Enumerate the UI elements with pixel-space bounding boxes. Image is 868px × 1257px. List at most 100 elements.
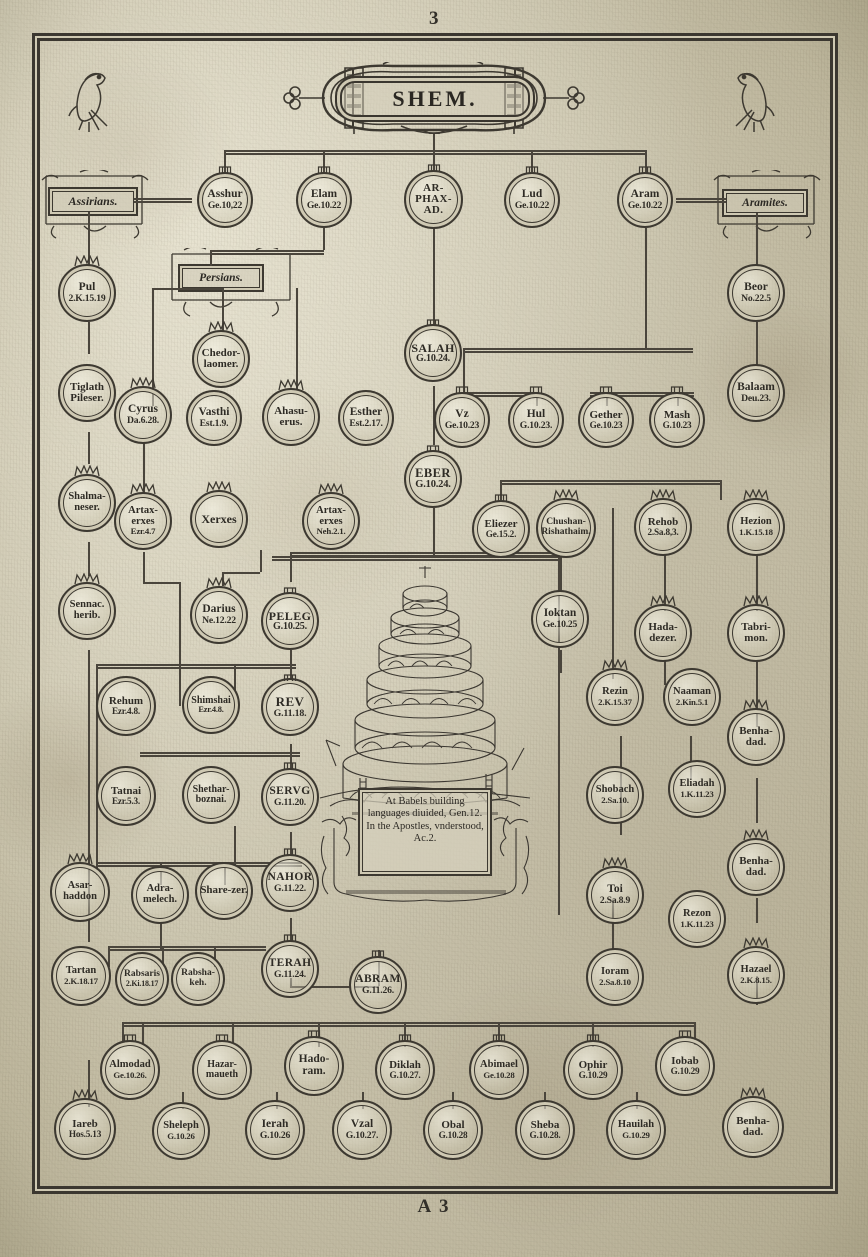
node-arphaxad[interactable]: AR-PHAX-AD. (404, 164, 463, 229)
clasp-ornament-icon (218, 165, 232, 174)
node-asarhaddon[interactable]: Asar-haddon (50, 852, 110, 922)
connector (362, 1092, 364, 1106)
node-reference: Ge.10.25 (542, 618, 578, 630)
connector (756, 322, 758, 364)
node-chedorlaomer[interactable]: Chedor-laomer. (192, 320, 250, 388)
node-hazarmaveth[interactable]: Hazar-maueth (192, 1034, 252, 1100)
node-benhadad-2[interactable]: Benha-dad. (727, 828, 785, 896)
connector (143, 552, 145, 582)
node-tabrimon[interactable]: Tabri-mon. (727, 594, 785, 662)
node-label: Rezin (602, 686, 628, 698)
connector (140, 752, 300, 754)
connector (96, 862, 302, 864)
connector (234, 826, 236, 862)
node-chushan-rishathaim[interactable]: Chushan-Rishathaim. (536, 488, 596, 558)
node-ahasuerus[interactable]: Ahasu-erus. (262, 378, 320, 446)
node-label: Ioktan (543, 607, 577, 620)
node-sharezer[interactable]: Share-zer. (195, 862, 253, 920)
node-tiglath-pileser[interactable]: Tiglath Pileser. (58, 364, 116, 422)
node-benhadad-3[interactable]: Benha-dad. (722, 1086, 784, 1158)
node-rabshakeh[interactable]: Rabsha-keh. (171, 952, 225, 1006)
clasp-ornament-icon (307, 1029, 321, 1038)
node-xerxes[interactable]: Xerxes (190, 480, 248, 548)
node-benhadad-1[interactable]: Benha-dad. (727, 698, 785, 766)
node-adrammelech[interactable]: Adra-melech. (131, 866, 189, 924)
node-sennacherib[interactable]: Sennac. herib. (58, 572, 116, 640)
node-label: Asshur (207, 188, 243, 201)
node-hadadezer[interactable]: Hada-dezer. (634, 594, 692, 662)
node-reference: G.11.24. (274, 968, 306, 980)
connector (179, 582, 181, 706)
crown-ornament-icon (74, 254, 100, 267)
node-label: Shalma-neser. (68, 491, 106, 513)
connector (463, 392, 537, 394)
clasp-ornament-icon (283, 761, 297, 770)
node-reference: Ne.12.22 (202, 614, 236, 626)
node-shetharboznai[interactable]: Shethar-boznai. (182, 766, 240, 824)
node-label: Elam (310, 188, 338, 201)
node-reference: G.10.26 (167, 1130, 195, 1141)
bird-finial-left-icon (68, 72, 108, 132)
connector (222, 288, 224, 330)
node-hadoram[interactable]: Hado-ram. (284, 1030, 344, 1096)
connector (222, 572, 260, 574)
node-shalmaneser[interactable]: Shalma-neser. (58, 464, 116, 532)
node-reference: G.11.20. (274, 796, 306, 808)
crown-ornament-icon (743, 828, 769, 841)
